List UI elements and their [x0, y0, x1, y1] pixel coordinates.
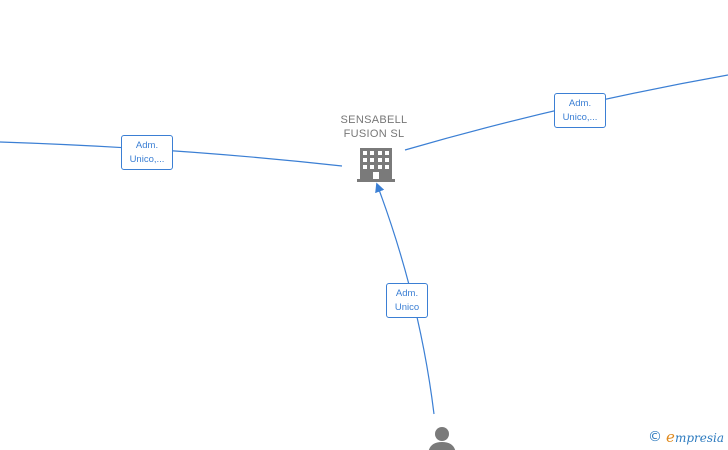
- edge-left: [0, 141, 343, 167]
- empresia-logo: © empresia: [648, 428, 724, 446]
- edge-label-bottom[interactable]: Adm. Unico: [386, 283, 428, 318]
- copyright-icon: ©: [648, 429, 663, 445]
- edge-label-left-line2: Unico,...: [129, 153, 165, 165]
- edge-label-right-line2: Unico,...: [562, 111, 598, 123]
- edge-label-right[interactable]: Adm. Unico,...: [554, 93, 606, 128]
- edge-label-bottom-line2: Unico: [394, 301, 420, 313]
- edge-label-bottom-line1: Adm.: [395, 287, 419, 299]
- brand-name: empresia: [666, 428, 724, 446]
- edge-label-left[interactable]: Adm. Unico,...: [121, 135, 173, 170]
- company-name-line2: FUSION SL: [343, 128, 405, 140]
- person-icon[interactable]: [428, 427, 456, 450]
- company-name-line1: SENSABELL: [340, 114, 408, 126]
- edge-label-left-line1: Adm.: [135, 139, 159, 151]
- company-name[interactable]: SENSABELL FUSION SL: [332, 113, 416, 141]
- building-icon[interactable]: [357, 148, 395, 182]
- edge-label-right-line1: Adm.: [568, 97, 592, 109]
